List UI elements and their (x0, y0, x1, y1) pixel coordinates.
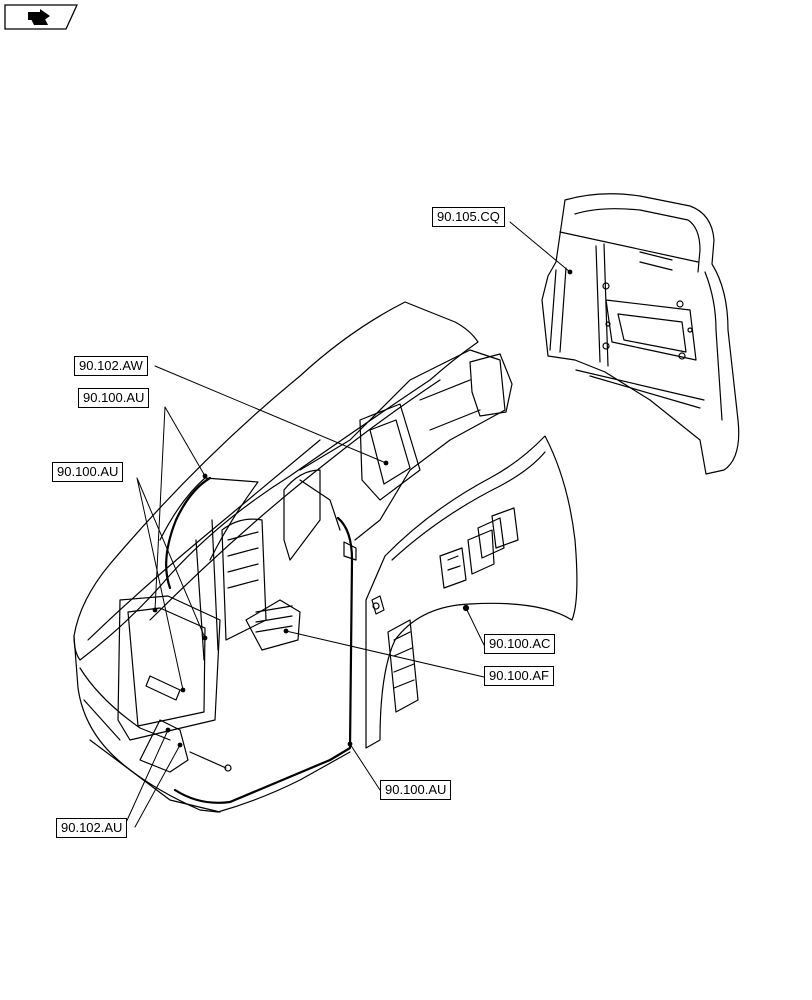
callout-hood-seal-left[interactable]: 90.100.AU (52, 462, 124, 482)
back-navigation-button[interactable] (4, 4, 78, 30)
side-panel-part (365, 435, 578, 749)
callout-side-panel[interactable]: 90.100.AC (484, 634, 556, 654)
callout-hood-seal-lower[interactable]: 90.100.AU (380, 780, 452, 800)
hood-inner-frame-part (283, 349, 513, 561)
hood-seal-part (165, 476, 357, 804)
leader-lines (123, 221, 571, 828)
callout-rear-panel[interactable]: 90.105.CQ (432, 207, 505, 227)
callout-grille-support[interactable]: 90.100.AF (484, 666, 554, 686)
callout-hood-seal-upper[interactable]: 90.100.AU (78, 388, 150, 408)
callout-hood-latch[interactable]: 90.102.AU (56, 818, 128, 838)
callout-hood-top[interactable]: 90.102.AW (74, 356, 148, 376)
rear-panel-part (541, 193, 740, 475)
front-grille-part (117, 518, 301, 773)
hood-shell-part (73, 301, 479, 813)
navigate-back-icon (28, 9, 50, 25)
